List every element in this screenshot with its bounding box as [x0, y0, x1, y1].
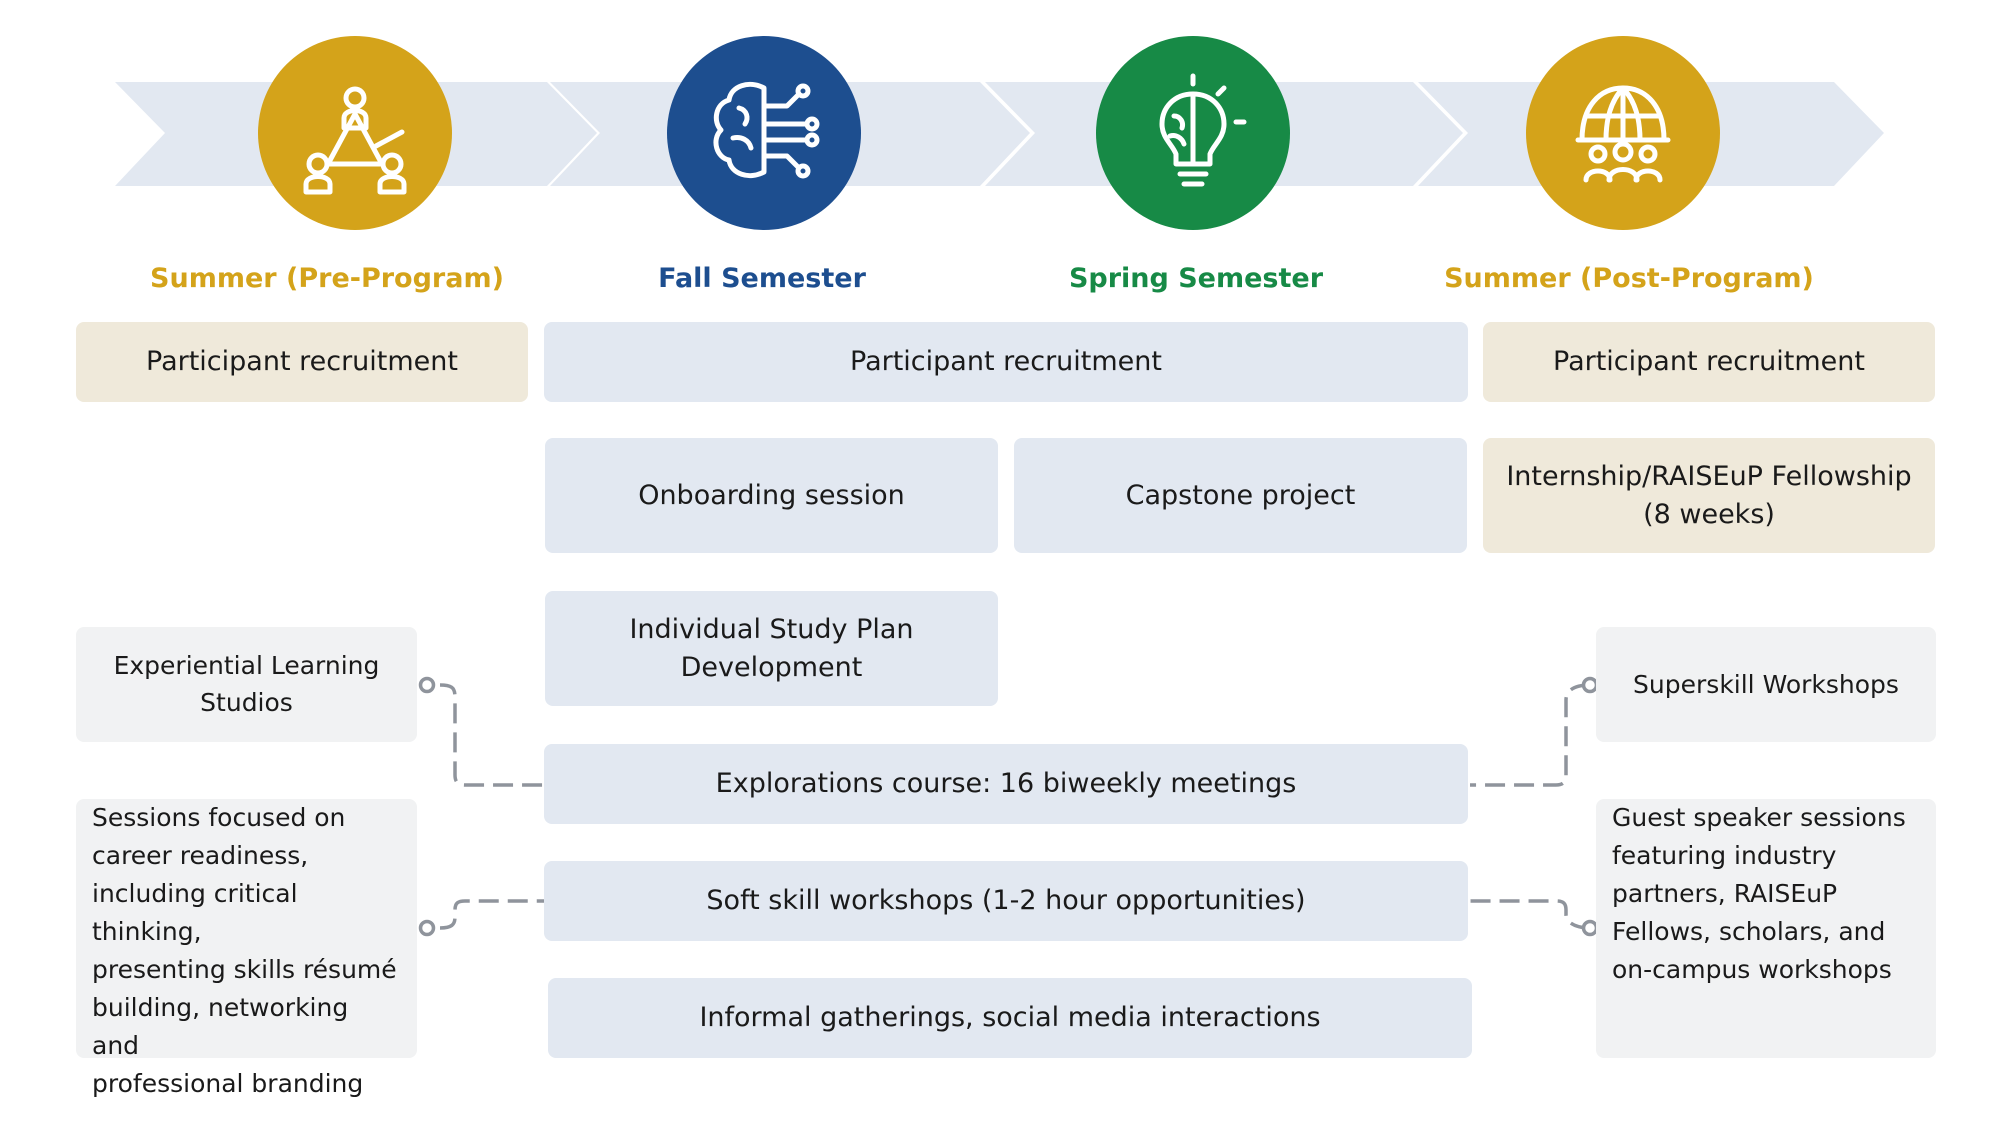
superskill-box: Superskill Workshops [1596, 627, 1936, 742]
sessions-text-line2: career readiness, [92, 841, 309, 870]
guest-box: Guest speaker sessions featuring industr… [1596, 799, 1936, 1058]
onboarding-text: Onboarding session [638, 479, 905, 511]
internship-text-line2: (8 weeks) [1643, 498, 1775, 530]
sessions-text-line6: professional branding [92, 1069, 364, 1098]
lightbulb-brain-icon [1096, 36, 1290, 230]
phase-label-summer-post: Summer (Post-Program) [1444, 263, 1814, 294]
phase-label-summer-pre: Summer (Pre-Program) [150, 263, 504, 294]
connector-sessions [439, 899, 545, 930]
internship-text-line1: Internship/RAISEuP Fellowship [1506, 460, 1912, 492]
study-plan-box: Individual Study Plan Development [545, 591, 998, 706]
connector-experiential [439, 683, 545, 787]
experiential-text-line2: Studios [200, 687, 293, 717]
brain-circuit-icon [667, 36, 861, 230]
internship-box: Internship/RAISEuP Fellowship (8 weeks) [1483, 438, 1935, 553]
globe-people-icon [1526, 36, 1720, 230]
recruitment-pre-text: Participant recruitment [146, 346, 458, 378]
experiential-text-line1: Experiential Learning [113, 651, 380, 681]
connectors [439, 683, 1591, 930]
recruitment-post-text: Participant recruitment [1553, 346, 1865, 378]
sessions-text-line5: building, networking and [92, 993, 349, 1060]
sessions-text-line4: presenting skills résumé [92, 955, 397, 984]
experiential-box: Experiential Learning Studios [76, 627, 417, 742]
phase-label-spring: Spring Semester [1068, 263, 1324, 294]
team-collaboration-icon [258, 36, 452, 230]
guest-text-line5: on-campus workshops [1612, 955, 1892, 984]
connector-dot-guest [1581, 919, 1599, 937]
onboarding-box: Onboarding session [545, 438, 998, 553]
connector-dot-sessions [418, 919, 436, 937]
informal-text: Informal gatherings, social media intera… [699, 1002, 1321, 1034]
connector-superskill [1470, 683, 1591, 787]
sessions-text-line3: including critical thinking, [92, 879, 298, 946]
guest-text-line3: partners, RAISEuP [1612, 879, 1838, 908]
sessions-text-line1: Sessions focused on [92, 803, 346, 832]
connector-ends [418, 676, 1599, 937]
soft-skill-box: Soft skill workshops (1-2 hour opportuni… [544, 861, 1468, 941]
sessions-box: Sessions focused on career readiness, in… [76, 799, 417, 1098]
recruitment-post-box: Participant recruitment [1483, 322, 1935, 402]
guest-text-line2: featuring industry [1612, 841, 1837, 870]
superskill-text: Superskill Workshops [1633, 670, 1899, 699]
connector-dot-superskill [1581, 676, 1599, 694]
explorations-box: Explorations course: 16 biweekly meeting… [544, 744, 1468, 824]
recruitment-pre-box: Participant recruitment [76, 322, 528, 402]
connector-guest [1470, 899, 1591, 930]
recruitment-main-text: Participant recruitment [850, 346, 1162, 378]
guest-text-line1: Guest speaker sessions [1612, 803, 1906, 832]
soft-skill-text: Soft skill workshops (1-2 hour opportuni… [706, 885, 1306, 917]
phase-label-fall: Fall Semester [658, 263, 866, 294]
capstone-box: Capstone project [1014, 438, 1467, 553]
study-plan-text: Individual Study Plan Development [629, 613, 914, 683]
connector-dot-experiential [418, 676, 436, 694]
capstone-text: Capstone project [1125, 479, 1356, 511]
explorations-text: Explorations course: 16 biweekly meeting… [715, 768, 1297, 800]
recruitment-main-box: Participant recruitment [544, 322, 1468, 402]
informal-box: Informal gatherings, social media intera… [548, 978, 1472, 1058]
guest-text-line4: Fellows, scholars, and [1612, 917, 1886, 946]
